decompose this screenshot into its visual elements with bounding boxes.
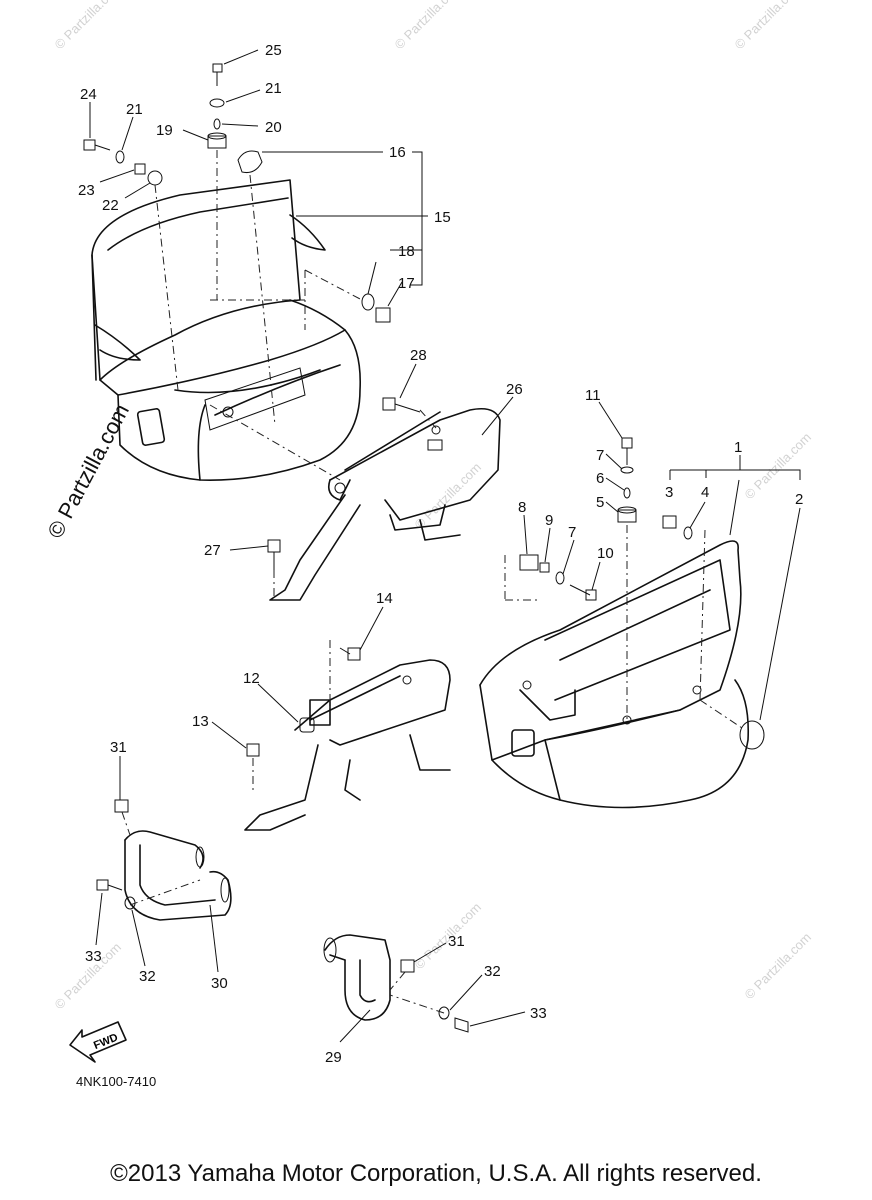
callout-31: 31 bbox=[110, 739, 127, 756]
callout-21: 21 bbox=[265, 80, 282, 97]
copyright-notice: ©2013 Yamaha Motor Corporation, U.S.A. A… bbox=[110, 1160, 762, 1187]
watermark: © Partzilla.com bbox=[732, 0, 805, 52]
callout-23: 23 bbox=[78, 182, 95, 199]
callout-24: 24 bbox=[80, 86, 97, 103]
callout-29: 29 bbox=[325, 1049, 342, 1066]
callout-8: 8 bbox=[518, 499, 526, 516]
callout-33-b: 33 bbox=[530, 1005, 547, 1022]
callout-6: 6 bbox=[596, 470, 604, 487]
leader-lines bbox=[89, 49, 801, 1043]
callout-5: 5 bbox=[596, 494, 604, 511]
callout-25: 25 bbox=[265, 42, 282, 59]
callout-21-b: 21 bbox=[126, 101, 143, 118]
watermark-large: © Partzilla.com bbox=[42, 400, 134, 543]
guard-30 bbox=[124, 830, 232, 921]
diagram-code: 4NK100-7410 bbox=[76, 1074, 157, 1089]
callout-22: 22 bbox=[102, 197, 119, 214]
callout-30: 30 bbox=[211, 975, 228, 992]
callout-31-b: 31 bbox=[448, 933, 465, 950]
callout-18: 18 bbox=[398, 243, 415, 260]
right-bracket bbox=[244, 659, 451, 831]
callout-1: 1 bbox=[734, 439, 742, 456]
callout-numbers: 25 21 20 19 24 21 23 22 16 15 18 17 28 2… bbox=[78, 42, 803, 1066]
guard-29 bbox=[323, 934, 391, 1021]
callout-32: 32 bbox=[139, 968, 156, 985]
callout-3: 3 bbox=[665, 484, 673, 501]
callout-16: 16 bbox=[389, 144, 406, 161]
callout-2: 2 bbox=[795, 491, 803, 508]
centerlines bbox=[121, 150, 746, 1014]
callout-19: 19 bbox=[156, 122, 173, 139]
right-saddlebag bbox=[479, 540, 750, 809]
callout-26: 26 bbox=[506, 381, 523, 398]
watermark: © Partzilla.com bbox=[742, 930, 815, 1003]
callout-17: 17 bbox=[398, 275, 415, 292]
callout-33: 33 bbox=[85, 948, 102, 965]
callout-27: 27 bbox=[204, 542, 221, 559]
callout-28: 28 bbox=[410, 347, 427, 364]
callout-10: 10 bbox=[597, 545, 614, 562]
watermarks: © Partzilla.com © Partzilla.com © Partzi… bbox=[42, 0, 814, 1012]
callout-14: 14 bbox=[376, 590, 393, 607]
left-saddlebag bbox=[91, 179, 362, 481]
watermark: © Partzilla.com bbox=[52, 0, 125, 52]
fwd-arrow-icon: FWD bbox=[69, 1021, 127, 1063]
callout-32-b: 32 bbox=[484, 963, 501, 980]
callout-9: 9 bbox=[545, 512, 553, 529]
callout-15: 15 bbox=[434, 209, 451, 226]
watermark: © Partzilla.com bbox=[392, 0, 465, 52]
callout-12: 12 bbox=[243, 670, 260, 687]
callout-13: 13 bbox=[192, 713, 209, 730]
callout-7: 7 bbox=[596, 447, 604, 464]
left-bracket bbox=[269, 407, 501, 601]
callout-7-b: 7 bbox=[568, 524, 576, 541]
callout-4: 4 bbox=[701, 484, 709, 501]
callout-11: 11 bbox=[585, 387, 601, 404]
hardware bbox=[83, 63, 765, 1033]
callout-20: 20 bbox=[265, 119, 282, 136]
